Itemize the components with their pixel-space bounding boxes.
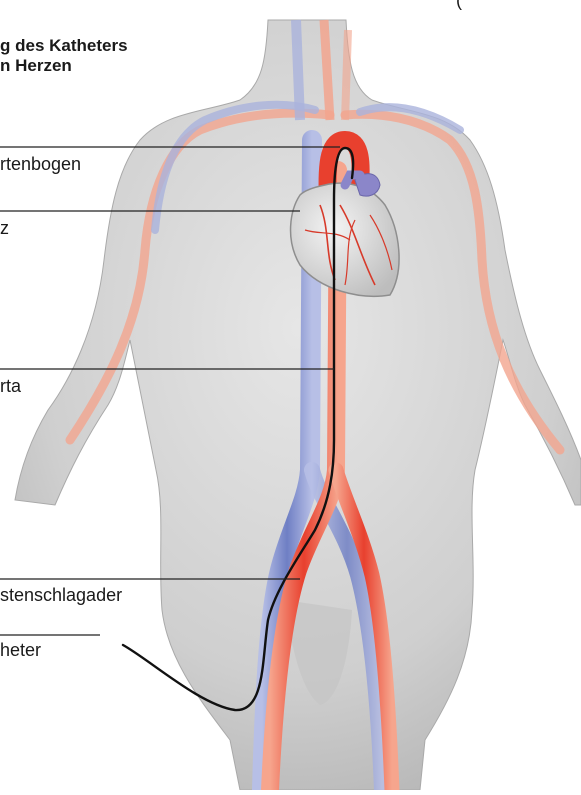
title-line-2: n Herzen: [0, 56, 128, 76]
label-heart: z: [0, 218, 9, 238]
label-aortic-arch: rtenbogen: [0, 154, 81, 174]
diagram-title: g des Katheters n Herzen: [0, 36, 128, 76]
title-line-1: g des Katheters: [0, 36, 128, 56]
label-groin-artery: stenschlagader: [0, 585, 122, 605]
label-catheter: heter: [0, 640, 41, 660]
torso-silhouette: [15, 20, 581, 790]
title-fragment: (: [456, 0, 462, 11]
label-aorta: rta: [0, 376, 21, 396]
